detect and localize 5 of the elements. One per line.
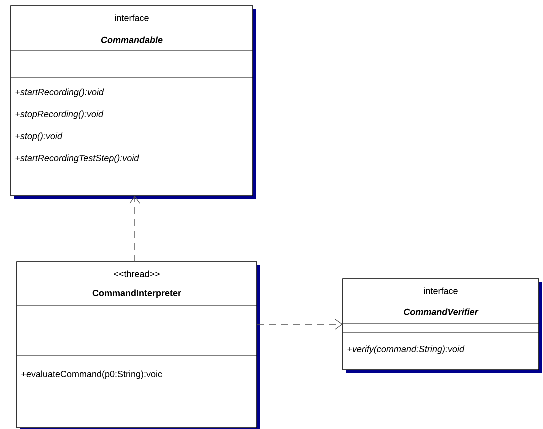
class-box: interface CommandVerifier +verify(command:String):void (342, 278, 542, 373)
dependency-arrow (256, 319, 343, 330)
class-box: <<thread>> CommandInterpreter +evaluateCommand(p0:String):voic (16, 262, 260, 429)
class-box: interface Commandable +startRecording():void +stopRecording():void +stop():void +startRecordingTestStep():void (10, 6, 256, 199)
dependency-arrow (130, 196, 140, 262)
